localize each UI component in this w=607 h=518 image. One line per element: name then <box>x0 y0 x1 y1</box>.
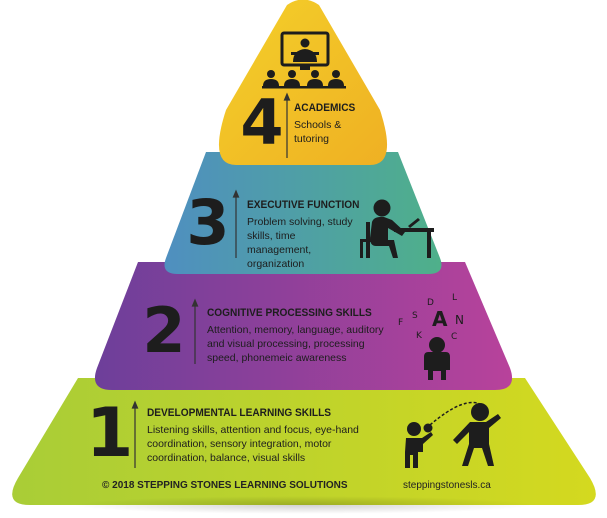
letter: S <box>412 311 418 321</box>
level-4-text: ACADEMICS Schools & tutoring <box>294 102 374 146</box>
level-2-description: Attention, memory, language, auditory an… <box>207 324 384 364</box>
level-1-title: DEVELOPMENTAL LEARNING SKILLS <box>147 407 332 419</box>
website-text: steppingstonesls.ca <box>403 480 491 491</box>
ball-throw-icon <box>405 401 501 468</box>
letter: A <box>432 307 448 331</box>
level-3-text: EXECUTIVE FUNCTION Problem solving, stud… <box>247 199 359 271</box>
child-letters-icon <box>424 337 450 380</box>
letter: K <box>416 331 423 341</box>
student-at-desk-icon <box>360 199 434 258</box>
level-3-number: 3 <box>186 186 230 259</box>
level-3-description: Problem solving, study skills, time mana… <box>247 216 353 270</box>
level-1-number: 1 <box>86 394 134 473</box>
letter: F <box>398 318 403 328</box>
level-dividers <box>131 92 291 468</box>
letter: D <box>427 298 434 308</box>
letter: L <box>452 293 457 303</box>
level-4-number: 4 <box>240 86 284 159</box>
copyright-text: © 2018 STEPPING STONES LEARNING SOLUTION… <box>102 480 348 491</box>
level-4-title: ACADEMICS <box>294 102 356 114</box>
level-3-title: EXECUTIVE FUNCTION <box>247 199 360 211</box>
level-2-band <box>94 262 513 390</box>
level-2-number: 2 <box>142 294 186 367</box>
letter: N <box>455 313 464 327</box>
base-shadow <box>73 496 533 514</box>
level-1-description: Listening skills, attention and focus, e… <box>147 424 359 464</box>
level-2-title: COGNITIVE PROCESSING SKILLS <box>207 307 372 319</box>
teacher-classroom-icon <box>262 31 346 89</box>
level-4-band <box>219 0 387 165</box>
level-4-description: Schools & tutoring <box>294 119 342 145</box>
level-2-text: COGNITIVE PROCESSING SKILLS Attention, m… <box>207 307 392 365</box>
level-1-band <box>12 378 596 505</box>
floating-letters: F S D A L N K C <box>398 293 464 342</box>
letter: C <box>451 332 457 342</box>
level-1-text: DEVELOPMENTAL LEARNING SKILLS Listening … <box>147 407 375 465</box>
